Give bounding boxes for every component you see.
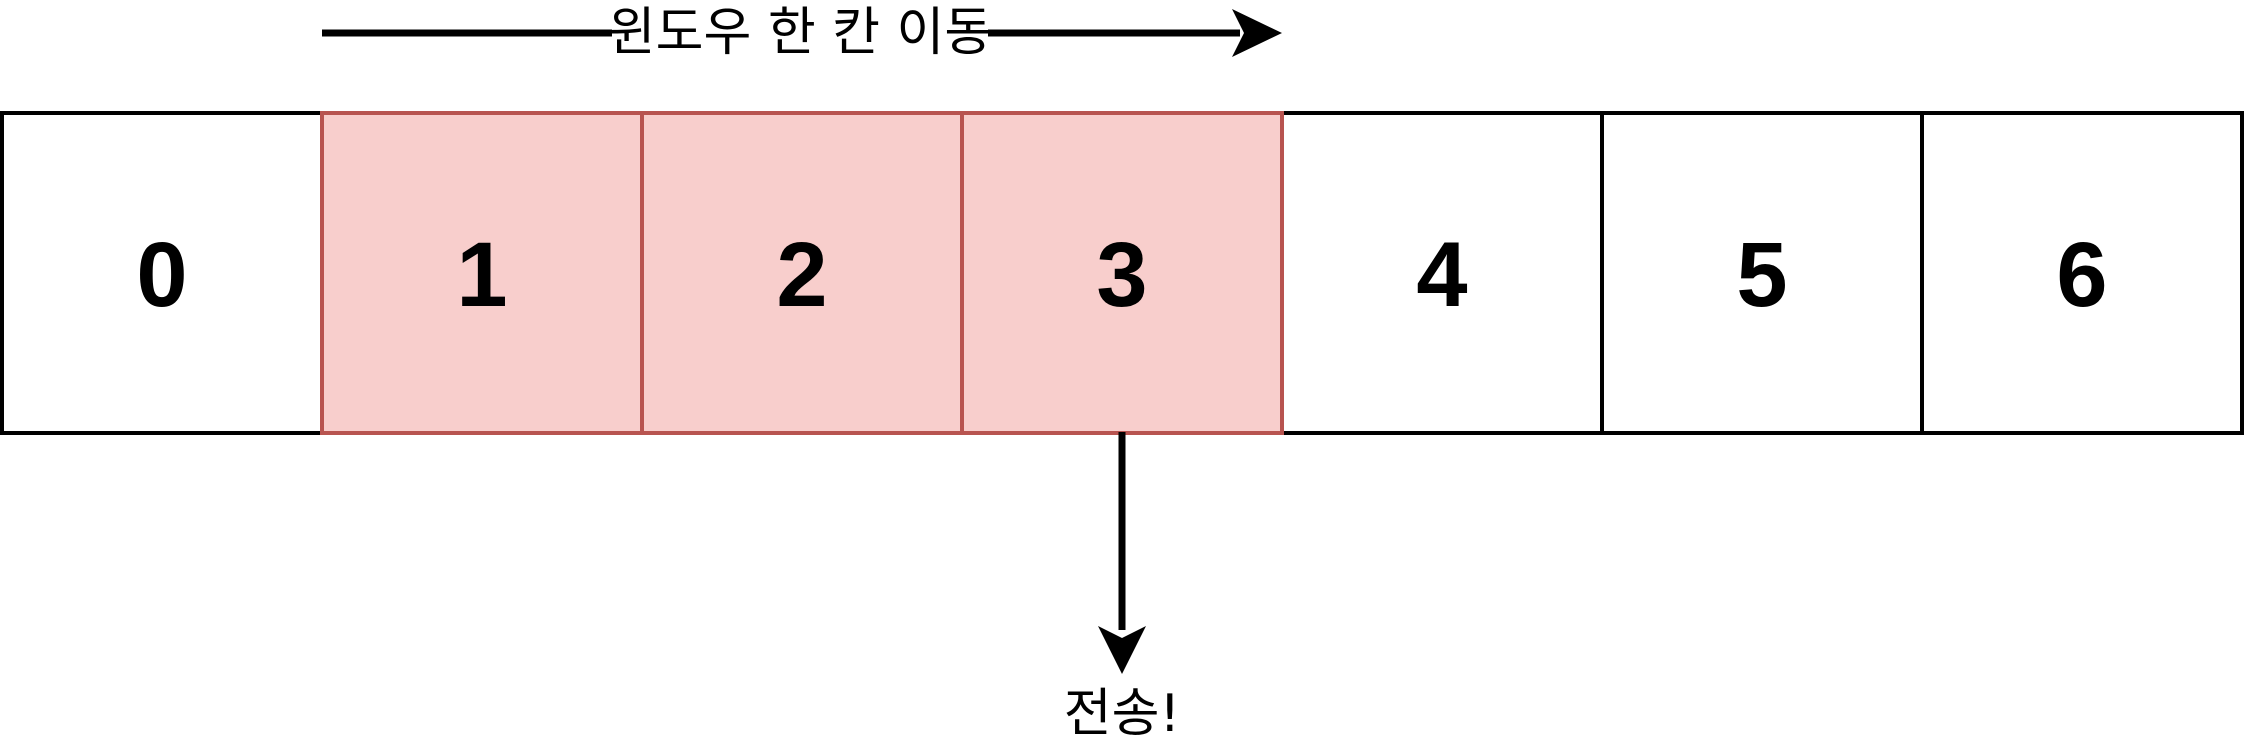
window-move-arrowhead-icon [1232,9,1282,57]
cell-1-in-window [320,111,644,435]
cell-label-0: 0 [136,224,187,326]
cell-5 [1600,111,1924,435]
cell-label-2: 2 [776,224,827,326]
cell-label-4: 4 [1416,224,1467,326]
cell-4 [1280,111,1604,435]
cell-label-1: 1 [456,224,507,326]
cell-3-in-window [960,111,1284,435]
cell-row: 0 1 2 3 4 5 6 [0,111,2244,435]
cell-0 [0,111,324,435]
send-arrowhead-icon [1098,626,1146,674]
window-move-arrow: 윈도우 한 칸 이동 [322,3,1282,63]
cell-6 [1920,111,2244,435]
cell-label-5: 5 [1736,224,1787,326]
cell-label-3: 3 [1096,224,1147,326]
send-label: 전송! [1064,684,1181,744]
send-arrow: 전송! [1064,432,1181,744]
cell-label-6: 6 [2056,224,2107,326]
window-move-label: 윈도우 한 칸 이동 [608,3,992,63]
cell-2-in-window [640,111,964,435]
